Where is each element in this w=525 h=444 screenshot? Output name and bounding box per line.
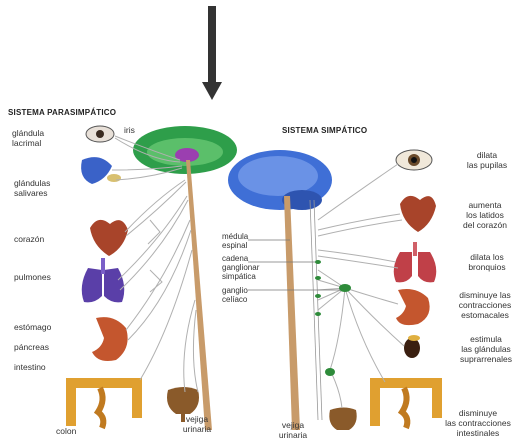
label-bladder-right: vejiga urinaria — [268, 420, 318, 440]
label-stomach-left: estómago — [14, 322, 51, 332]
parasympathetic-nerves — [112, 136, 198, 392]
salivary-gland-icon — [81, 157, 121, 184]
label-iris: iris — [124, 125, 135, 135]
bladder-right-icon — [329, 408, 356, 431]
sympathetic-spinal-cord — [284, 196, 300, 430]
stomach-left-icon — [92, 317, 128, 361]
colon-left-icon — [66, 378, 142, 428]
stomach-right-icon — [396, 289, 430, 325]
eye-right-icon — [396, 150, 432, 170]
label-heart-left: corazón — [14, 234, 44, 244]
label-pancreas: páncreas — [14, 342, 49, 352]
label-colon: colon — [56, 426, 76, 436]
lungs-right-icon — [394, 242, 437, 282]
heart-right-icon — [400, 196, 436, 232]
sympathetic-title: SISTEMA SIMPÁTICO — [282, 126, 367, 135]
parasympathetic-title: SISTEMA PARASIMPÁTICO — [8, 108, 116, 117]
label-bronchi: dilata los bronquios — [452, 252, 522, 272]
adrenal-gland-icon — [404, 335, 420, 358]
label-celiac-ganglion: ganglio celíaco — [222, 286, 248, 304]
label-ganglion-chain: cadena ganglionar simpática — [222, 254, 259, 281]
eye-left-icon — [86, 126, 114, 142]
label-spinal-cord: médula espinal — [222, 232, 248, 250]
label-lungs-left: pulmones — [14, 272, 51, 282]
label-intestine: intestino — [14, 362, 46, 372]
down-arrow-icon — [202, 6, 222, 100]
label-heartbeat: aumenta los latidos del corazón — [448, 200, 522, 230]
label-stomach-contractions: disminuye las contracciones estomacales — [446, 290, 524, 320]
parasympathetic-brain — [133, 126, 237, 174]
lungs-left-icon — [82, 258, 125, 302]
sympathetic-ganglion-chain — [310, 200, 322, 420]
sympathetic-brain — [228, 150, 332, 210]
label-adrenal-glands: estimula las glándulas suprarrenales — [448, 334, 524, 364]
label-lacrimal-gland: glándula lacrimal — [12, 128, 44, 148]
label-salivary-glands: glándulas salivares — [14, 178, 50, 198]
label-intestinal-contractions: disminuye las contracciones intestinales — [432, 408, 524, 438]
heart-left-icon — [90, 220, 128, 256]
label-bladder-left: vejiga urinaria — [172, 414, 222, 434]
label-dilate-pupils: dilata las pupilas — [452, 150, 522, 170]
